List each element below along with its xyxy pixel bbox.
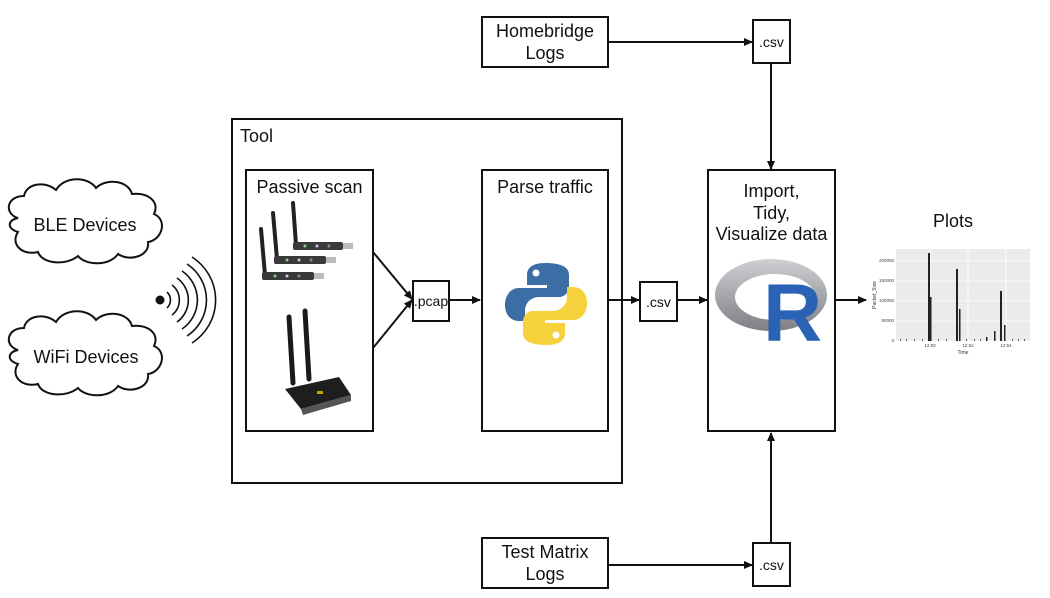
analysis-line3: Visualize data <box>715 224 828 245</box>
parse-traffic-title: Parse traffic <box>497 177 593 197</box>
plot-y-label: Packet_Size <box>872 281 878 309</box>
plot-spike <box>1000 291 1002 341</box>
ble-devices-label: BLE Devices <box>33 215 137 235</box>
scan-to-pcap-upper-arrow <box>372 251 413 300</box>
plot-baseline-points <box>900 339 1025 341</box>
test-matrix-csv-box: .csv <box>752 542 791 587</box>
plot-spike <box>994 331 996 341</box>
ble-cloud-shape <box>8 178 163 265</box>
python-logo-icon <box>505 263 587 345</box>
plot-spike <box>956 269 958 341</box>
parse-traffic-box: Parse traffic <box>481 169 609 432</box>
plot-spike <box>930 297 932 341</box>
plot-spike <box>1004 325 1006 341</box>
analysis-line1: Import, <box>743 181 800 201</box>
r-analysis-box: Import, Tidy, Visualize data R <box>707 169 836 432</box>
homebridge-line1: Homebridge <box>495 21 595 41</box>
usb-dongle-icon <box>259 201 353 415</box>
plot-spike <box>959 309 961 341</box>
wifi-adapter-icon <box>285 308 351 415</box>
test-matrix-csv-label: .csv <box>759 557 784 573</box>
plot-x-ticks: 12:50 12:52 12:54 <box>924 343 1012 348</box>
homebridge-csv-label: .csv <box>759 34 784 50</box>
test-matrix-line1: Test Matrix <box>501 542 589 562</box>
r-logo-letter: R <box>763 268 822 345</box>
plot-spike <box>986 337 988 341</box>
plot-thumbnail: 200000 150000 100000 50000 0 12:50 12:52… <box>866 247 1034 359</box>
passive-scan-title: Passive scan <box>256 177 363 197</box>
wifi-cloud-shape <box>8 310 163 397</box>
passive-scan-box: Passive scan <box>245 169 374 432</box>
plot-spike <box>928 253 930 341</box>
homebridge-logs-label: Homebridge Logs <box>483 21 607 64</box>
ble-sniffer-icon <box>259 201 353 280</box>
analysis-text: Import, Tidy, Visualize data <box>709 181 834 246</box>
r-logo-icon: R <box>715 259 827 345</box>
test-matrix-logs-box: Test Matrix Logs <box>481 537 609 589</box>
plot-y-tick: 150000 <box>879 278 895 283</box>
plot-y-ticks: 200000 150000 100000 50000 0 <box>879 258 895 343</box>
scan-to-pcap-lower-arrow <box>372 299 413 349</box>
plot-x-tick: 12:52 <box>962 343 974 348</box>
plot-gridlines <box>896 249 1030 342</box>
plot-x-tick: 12:54 <box>1000 343 1012 348</box>
plot-y-tick: 100000 <box>879 298 895 303</box>
test-matrix-line2: Logs <box>525 563 565 584</box>
homebridge-csv-box: .csv <box>752 19 791 64</box>
radio-waves-icon <box>155 256 217 344</box>
tool-csv-label: .csv <box>646 294 671 310</box>
tool-container: Tool <box>231 118 623 484</box>
plot-y-tick: 50000 <box>881 318 894 323</box>
test-matrix-logs-label: Test Matrix Logs <box>483 542 607 585</box>
plot-panel <box>896 249 1030 341</box>
plot-x-label: Time <box>958 350 969 356</box>
homebridge-logs-box: Homebridge Logs <box>481 16 609 68</box>
tool-title: Tool <box>240 126 274 146</box>
plots-title: Plots <box>932 211 974 231</box>
homebridge-line2: Logs <box>525 42 565 63</box>
wifi-devices-label: WiFi Devices <box>33 347 139 367</box>
tool-csv-box: .csv <box>639 281 678 322</box>
pcap-label: .pcap <box>413 293 449 309</box>
analysis-line2: Tidy, <box>752 202 790 223</box>
plot-x-tick: 12:50 <box>924 343 936 348</box>
plot-y-tick: 0 <box>891 338 894 343</box>
plot-thumbnail-svg: 200000 150000 100000 50000 0 12:50 12:52… <box>872 249 1030 356</box>
pcap-file-box: .pcap <box>412 280 450 322</box>
plot-spikes <box>928 253 1006 341</box>
plot-y-tick: 200000 <box>879 258 895 263</box>
